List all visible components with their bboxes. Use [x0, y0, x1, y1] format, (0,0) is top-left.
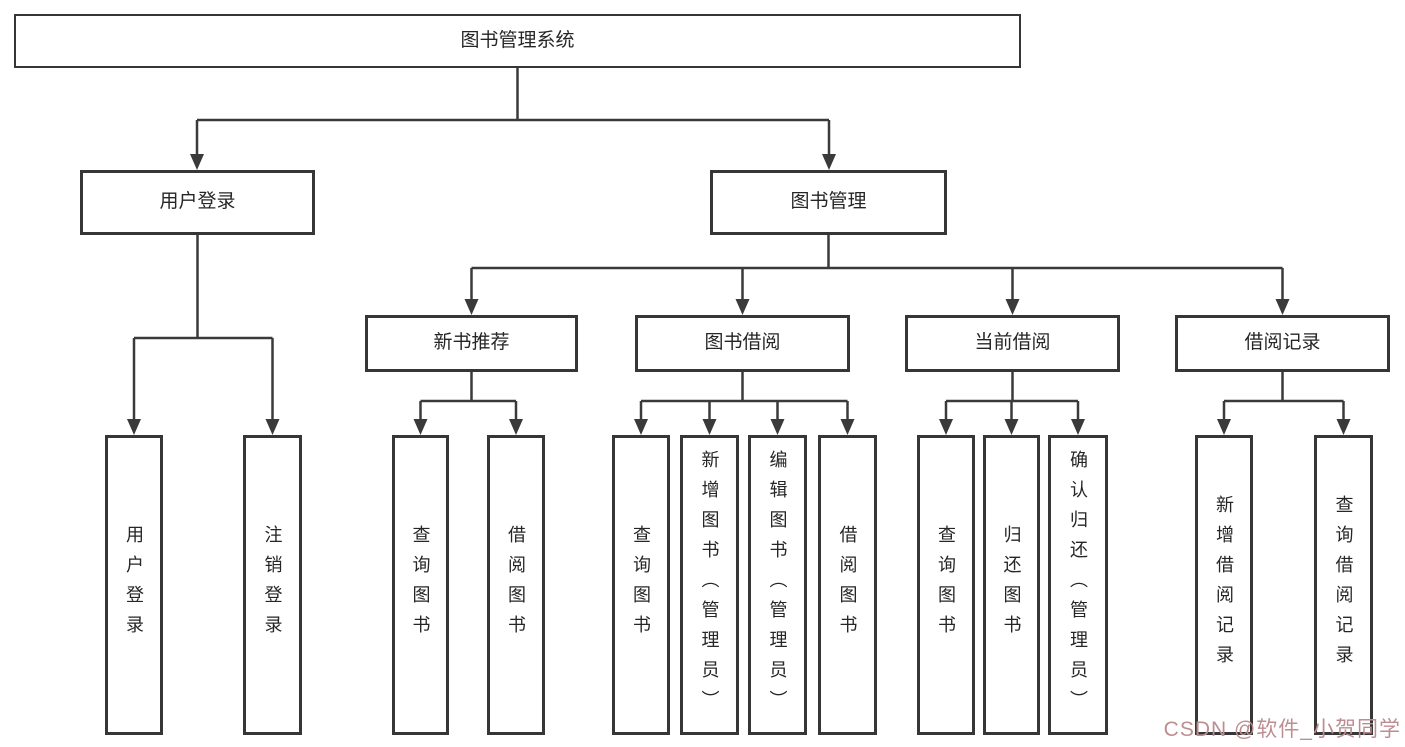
leaf-edit-book-admin: 编辑图书（管理员） [748, 435, 807, 735]
leaf-return-book-label: 归还图书 [1001, 525, 1022, 645]
node-new-book-recommend: 新书推荐 [365, 315, 578, 372]
leaf-add-borrow-record-label: 新增借阅记录 [1214, 495, 1234, 675]
leaf-confirm-return-admin: 确认归还（管理员） [1048, 435, 1108, 735]
leaf-user-login: 用户登录 [105, 435, 163, 735]
node-user-login-label: 用户登录 [159, 191, 236, 213]
leaf-borrow-books-label: 借阅图书 [837, 525, 858, 645]
leaf-confirm-return-admin-label: 确认归还（管理员） [1068, 450, 1088, 720]
leaf-logout: 注销登录 [243, 435, 302, 735]
leaf-query-borrow-record-label: 查询借阅记录 [1333, 495, 1354, 675]
leaf-return-book: 归还图书 [983, 435, 1040, 735]
node-borrow-records-label: 借阅记录 [1244, 332, 1321, 354]
node-book-management-label: 图书管理 [790, 191, 867, 213]
leaf-query-borrow-record: 查询借阅记录 [1314, 435, 1373, 735]
leaf-borrow-books-recommend-label: 借阅图书 [506, 525, 526, 645]
leaf-borrow-books-recommend: 借阅图书 [487, 435, 545, 735]
leaf-borrow-books: 借阅图书 [818, 435, 877, 735]
node-borrow-records: 借阅记录 [1175, 315, 1390, 372]
node-new-book-recommend-label: 新书推荐 [433, 332, 510, 354]
leaf-add-book-admin: 新增图书（管理员） [680, 435, 739, 735]
node-user-login: 用户登录 [80, 170, 315, 235]
leaf-logout-label: 注销登录 [262, 525, 283, 645]
csdn-watermark: CSDN @软件_小贺同学 [1163, 718, 1401, 741]
node-book-borrow: 图书借阅 [635, 315, 850, 372]
leaf-add-borrow-record: 新增借阅记录 [1195, 435, 1253, 735]
leaf-query-books-current-label: 查询图书 [936, 525, 956, 645]
node-current-borrow: 当前借阅 [905, 315, 1120, 372]
leaf-query-books-borrow-label: 查询图书 [631, 525, 651, 645]
leaf-user-login-label: 用户登录 [124, 525, 144, 645]
leaf-query-books-borrow: 查询图书 [612, 435, 670, 735]
node-root-label: 图书管理系统 [460, 29, 575, 51]
leaf-query-books-recommend-label: 查询图书 [410, 525, 431, 645]
node-book-management: 图书管理 [710, 170, 947, 235]
leaf-edit-book-admin-label: 编辑图书（管理员） [767, 450, 788, 720]
leaf-query-books-recommend: 查询图书 [392, 435, 449, 735]
leaf-add-book-admin-label: 新增图书（管理员） [699, 450, 720, 720]
node-book-borrow-label: 图书借阅 [704, 332, 781, 354]
leaf-query-books-current: 查询图书 [917, 435, 975, 735]
node-current-borrow-label: 当前借阅 [974, 332, 1051, 354]
node-root: 图书管理系统 [14, 14, 1021, 68]
